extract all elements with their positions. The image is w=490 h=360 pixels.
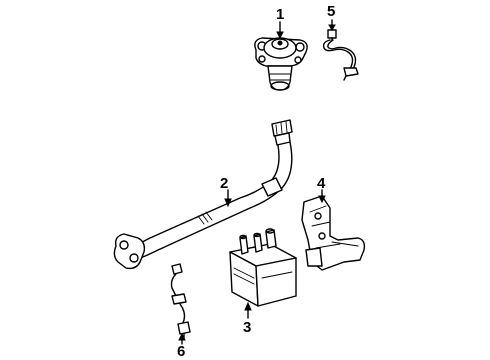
- callout-1: 1: [276, 6, 284, 23]
- callout-5: 5: [327, 3, 335, 20]
- leader-lines: [178, 19, 336, 345]
- callout-3: 3: [243, 319, 251, 336]
- callout-4: 4: [317, 175, 326, 192]
- sensor-wire-lower: [170, 263, 191, 339]
- egr-valve: [254, 37, 308, 91]
- vapor-canister: [229, 228, 297, 307]
- egr-tube: [113, 119, 293, 270]
- mounting-bracket: [301, 195, 366, 271]
- callout-2: 2: [220, 175, 228, 192]
- sensor-wire-upper: [322, 29, 359, 81]
- callout-6: 6: [177, 343, 185, 360]
